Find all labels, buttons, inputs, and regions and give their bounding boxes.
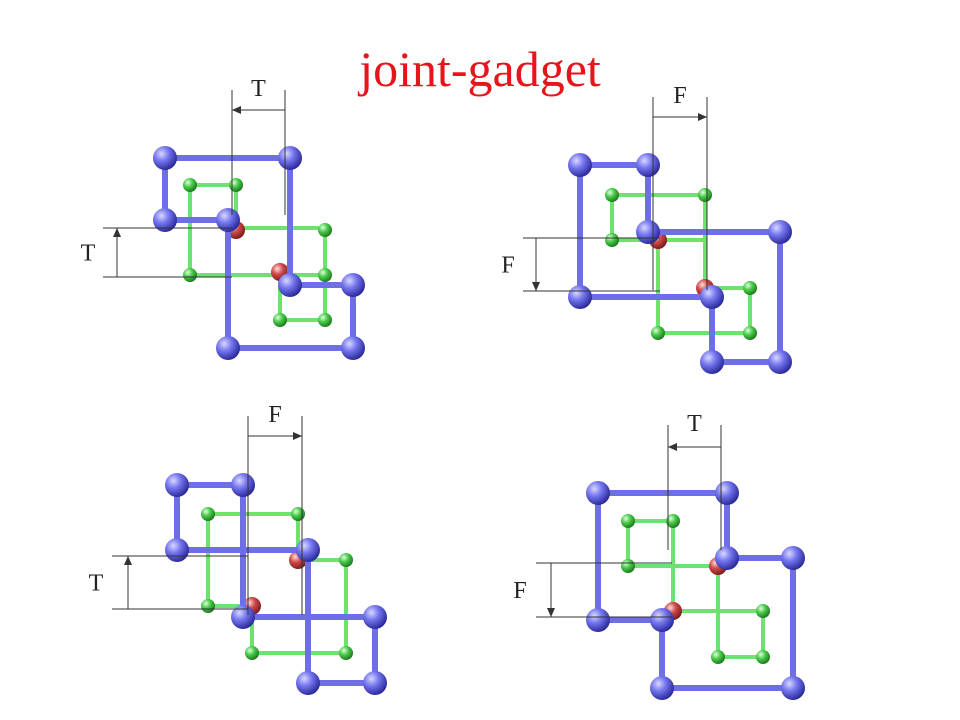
panel-tr-green-node xyxy=(605,233,619,247)
panel-tr-green-node xyxy=(698,188,712,202)
panel-tl-vertical-label: T xyxy=(81,241,96,267)
panel-bl-blue-node xyxy=(231,473,255,497)
panel-tl-arrowhead xyxy=(232,106,241,114)
panel-tl-green-node xyxy=(318,223,332,237)
panel-bl-green-node xyxy=(245,646,259,660)
panel-br-blue-node xyxy=(781,676,805,700)
panel-tl-blue-node xyxy=(216,208,240,232)
panel-tr-blue-node xyxy=(568,153,592,177)
panel-tl-blue-node xyxy=(278,146,302,170)
panel-br-vertical-label: F xyxy=(513,578,526,604)
panel-tl-green-node xyxy=(273,313,287,327)
panel-bl-blue-node xyxy=(296,538,320,562)
panel-tr-blue-node xyxy=(636,153,660,177)
panel-bl-horizontal-label: F xyxy=(268,402,281,428)
panel-tr-blue-node xyxy=(768,220,792,244)
panel-bl-vertical-label: T xyxy=(89,571,104,597)
panel-br-green-node xyxy=(621,559,635,573)
panel-br-green-node xyxy=(666,514,680,528)
panel-tl-horizontal-label: T xyxy=(251,76,266,102)
panel-br-green-node xyxy=(621,514,635,528)
panel-bl-blue-node xyxy=(363,605,387,629)
panel-br-arrowhead xyxy=(668,443,677,451)
panel-tr-blue-node xyxy=(768,350,792,374)
panel-tl-blue-node xyxy=(341,336,365,360)
panel-br-green-node xyxy=(711,650,725,664)
panel-tr-blue-node xyxy=(700,350,724,374)
panel-bl-green-node xyxy=(201,599,215,613)
panel-tl-arrowhead xyxy=(113,228,121,237)
dimension-layer: T T F F F T T F xyxy=(81,76,722,618)
slide-title: joint-gadget xyxy=(359,41,601,97)
panel-br-blue-node xyxy=(715,481,739,505)
panel-bl-green-node xyxy=(339,646,353,660)
panel-bl-blue-node xyxy=(363,671,387,695)
panel-tr-green-node xyxy=(605,188,619,202)
panel-tr-green-node xyxy=(743,326,757,340)
panel-br-blue-node xyxy=(586,481,610,505)
panel-tl-green-node xyxy=(183,178,197,192)
panel-bl-arrowhead xyxy=(124,556,132,565)
panel-tl-blue-node xyxy=(153,146,177,170)
panel-br-blue-node xyxy=(650,608,674,632)
panel-tl-blue-node xyxy=(153,208,177,232)
panel-tl-blue-node xyxy=(278,273,302,297)
panel-tr-blue-node xyxy=(700,285,724,309)
panel-tl-green-node xyxy=(318,313,332,327)
panel-br-green-node xyxy=(756,604,770,618)
panel-br-horizontal-label: T xyxy=(687,411,702,437)
blue-layer xyxy=(153,146,805,700)
panel-tr-blue-node xyxy=(636,220,660,244)
panel-br-blue-node xyxy=(586,608,610,632)
panel-tr-arrowhead xyxy=(532,282,540,291)
panel-tr-green-node xyxy=(743,281,757,295)
panel-bl-arrowhead xyxy=(293,432,302,440)
panel-br-blue-node xyxy=(781,546,805,570)
panel-tr-blue-node xyxy=(568,285,592,309)
panel-tl-blue-node xyxy=(341,273,365,297)
panel-bl-green-node xyxy=(291,507,305,521)
panel-bl-green-node xyxy=(201,507,215,521)
panel-br-blue-node xyxy=(650,676,674,700)
panel-tr-green-node xyxy=(651,326,665,340)
panel-bl-blue-node xyxy=(165,538,189,562)
panel-bl-blue-node xyxy=(165,473,189,497)
panel-bl-green-node xyxy=(339,553,353,567)
panel-tr-vertical-label: F xyxy=(501,253,514,279)
panel-tr-arrowhead xyxy=(698,113,707,121)
panel-tl-green-node xyxy=(183,268,197,282)
panel-tl-blue-node xyxy=(216,336,240,360)
panel-br-arrowhead xyxy=(547,608,555,617)
panel-bl-blue-node xyxy=(296,671,320,695)
panel-tr-horizontal-label: F xyxy=(673,83,686,109)
panel-bl-blue-node xyxy=(231,605,255,629)
panel-br-blue-node xyxy=(715,546,739,570)
panel-tl-green-node xyxy=(229,178,243,192)
panel-br-green-node xyxy=(756,650,770,664)
panel-tl-green-node xyxy=(318,268,332,282)
